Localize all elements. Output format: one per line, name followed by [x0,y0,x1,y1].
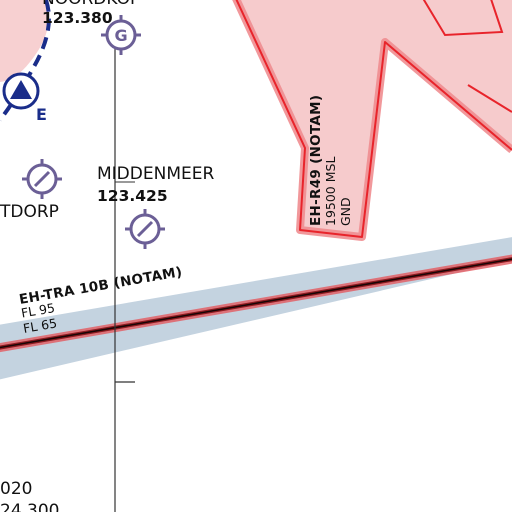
vor-triangle-icon[interactable] [2,72,40,110]
glider-field-icon[interactable]: G [101,15,141,55]
vor-marker-label: E [36,105,47,124]
cut-label-2: 24.300 [0,501,59,512]
airfield-frequency-middenmeer: 123.425 [97,187,168,205]
zone-name-eh-r49: EH-R49 (NOTAM) [308,95,324,226]
no-entry-field-icon[interactable] [125,209,165,249]
airfield-name-middenmeer: MIDDENMEER [97,164,214,184]
no-entry-field-icon[interactable] [22,159,62,199]
zone-lower-tra-10b: FL 65 [22,315,58,336]
airfield-frequency-noordkop: 123.380 [42,9,113,27]
zone-upper-tra-10b: FL 95 [20,300,56,321]
zone-lower-eh-r49: GND [338,197,353,226]
zone-upper-eh-r49: 19500 MSL [323,157,338,226]
airfield-name-tdorp: TDORP [0,202,59,222]
tra-10b-core [0,258,512,349]
airfield-name-noordkop: NOORDKOP [42,0,140,9]
tra-10b-band [0,237,512,380]
cut-label-1: 020 [0,479,32,499]
restricted-area-top-left [0,0,49,82]
restricted-zone-eh-r49-edge [235,0,512,238]
restricted-zone-inner-boundary-2 [467,84,512,113]
svg-text:G: G [114,26,127,45]
restricted-zone-inner-boundary [422,0,504,37]
